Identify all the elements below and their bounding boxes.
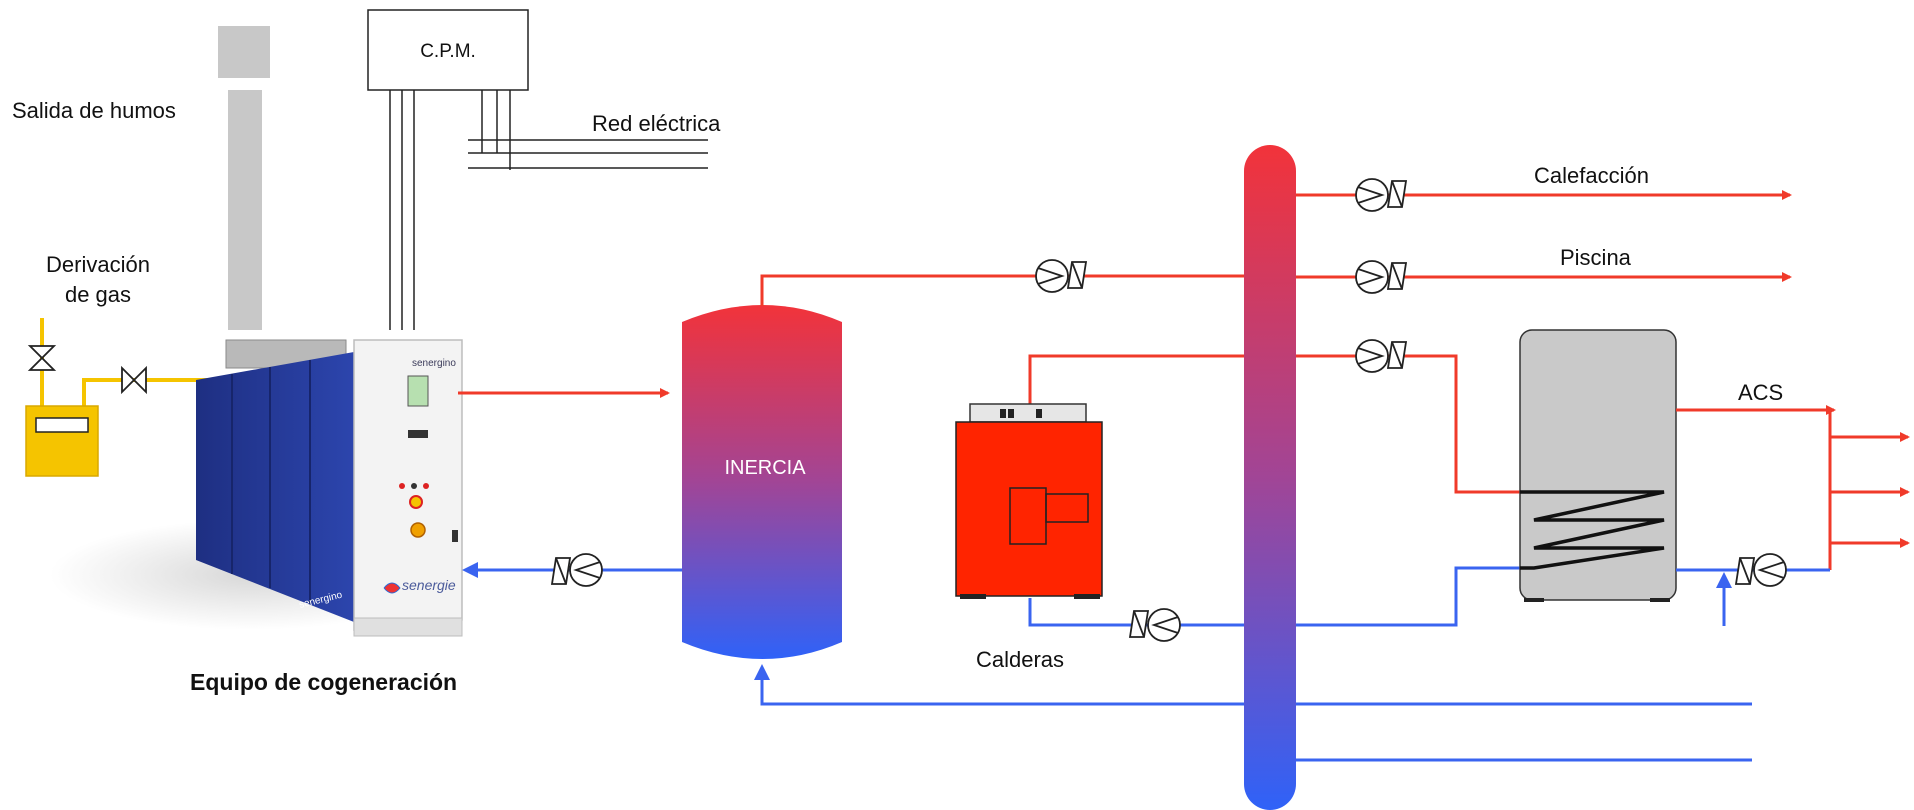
gas-pipe-to-unit — [82, 378, 240, 408]
inercia-body — [682, 305, 842, 659]
pump-calderas-icon — [1128, 608, 1181, 642]
chimney-top — [218, 26, 270, 78]
boiler-top — [969, 403, 1087, 423]
acs-foot-2 — [1650, 598, 1670, 602]
salida-humos-label: Salida de humos — [12, 98, 176, 123]
indicator-1 — [399, 483, 405, 489]
calderas-label: Calderas — [976, 647, 1064, 672]
hot-pipe-inercia-to-colector — [760, 274, 1248, 306]
brand-top: senergino — [412, 358, 456, 369]
pump-acs-recirc-icon — [1734, 553, 1787, 587]
hot-pipe-calderas — [1028, 354, 1244, 404]
derivacion-gas-line1: Derivación — [46, 252, 150, 277]
pump-return-unit-icon — [550, 553, 603, 587]
cold-pipe-return-to-inercia — [760, 676, 1752, 706]
calefaccion-label: Calefacción — [1534, 163, 1649, 188]
boiler-burner-head — [1045, 493, 1089, 523]
main-switch — [410, 522, 426, 538]
brand-swirl-icon — [383, 582, 401, 594]
pump-inercia-icon — [1035, 259, 1088, 293]
gas-meter — [25, 405, 99, 477]
unit-blue-panel — [196, 352, 354, 622]
colector-body — [1244, 145, 1296, 810]
cogeneration-unit: senergino senergie senergino Equipo de c… — [50, 339, 463, 695]
derivacion-gas-line2: de gas — [65, 282, 131, 307]
status-display — [408, 430, 428, 438]
boiler-body — [955, 421, 1103, 597]
pump-calefaccion-icon — [1355, 178, 1408, 212]
chimney: Salida de humos — [12, 26, 270, 330]
gas-meter-display — [35, 417, 89, 433]
control-display — [407, 375, 429, 407]
cpm-box — [367, 9, 529, 91]
pump-piscina-icon — [1355, 260, 1408, 294]
gas-branch: Derivación de gas — [25, 252, 240, 477]
boiler-foot-1 — [960, 594, 986, 599]
cpm-group: C.P.M. Red eléctrica — [367, 9, 721, 330]
hot-pipe-acs-coil — [1296, 354, 1520, 494]
acs-tank-body — [1519, 329, 1677, 601]
piscina-label: Piscina — [1560, 245, 1632, 270]
cold-arrow-to-unit — [462, 562, 478, 578]
base-plate — [353, 617, 463, 637]
cold-inlet-arrow — [1716, 572, 1732, 588]
boiler-foot-2 — [1074, 594, 1100, 599]
boiler-top-slot-3 — [1036, 409, 1042, 418]
cpm-label: C.P.M. — [420, 41, 476, 62]
acs-coil — [1520, 490, 1665, 570]
boiler: Calderas — [955, 403, 1103, 672]
acs-tank — [1519, 329, 1677, 602]
emergency-stop — [409, 495, 423, 509]
red-electrica-label: Red eléctrica — [592, 111, 721, 136]
gas-valve-vertical-icon — [27, 345, 57, 371]
inercia-label: INERCIA — [724, 457, 806, 479]
colector — [1244, 145, 1296, 810]
gas-valve-horizontal-icon — [121, 365, 147, 395]
cold-pipe-acs-coil-return — [1296, 566, 1520, 627]
inercia-tank: INERCIA — [682, 305, 842, 659]
acs-label: ACS — [1738, 380, 1783, 405]
equipo-label: Equipo de cogeneración — [190, 669, 457, 695]
boiler-top-slot-1 — [1000, 409, 1006, 418]
side-vent — [452, 530, 458, 542]
pump-acs-icon — [1355, 339, 1408, 373]
brand-mid: senergie — [402, 577, 456, 593]
indicator-2 — [411, 483, 417, 489]
boiler-top-slot-2 — [1008, 409, 1014, 418]
indicator-3 — [423, 483, 429, 489]
chimney-body — [228, 90, 262, 330]
cold-arrow-to-inercia — [754, 664, 770, 680]
acs-foot-1 — [1524, 598, 1544, 602]
